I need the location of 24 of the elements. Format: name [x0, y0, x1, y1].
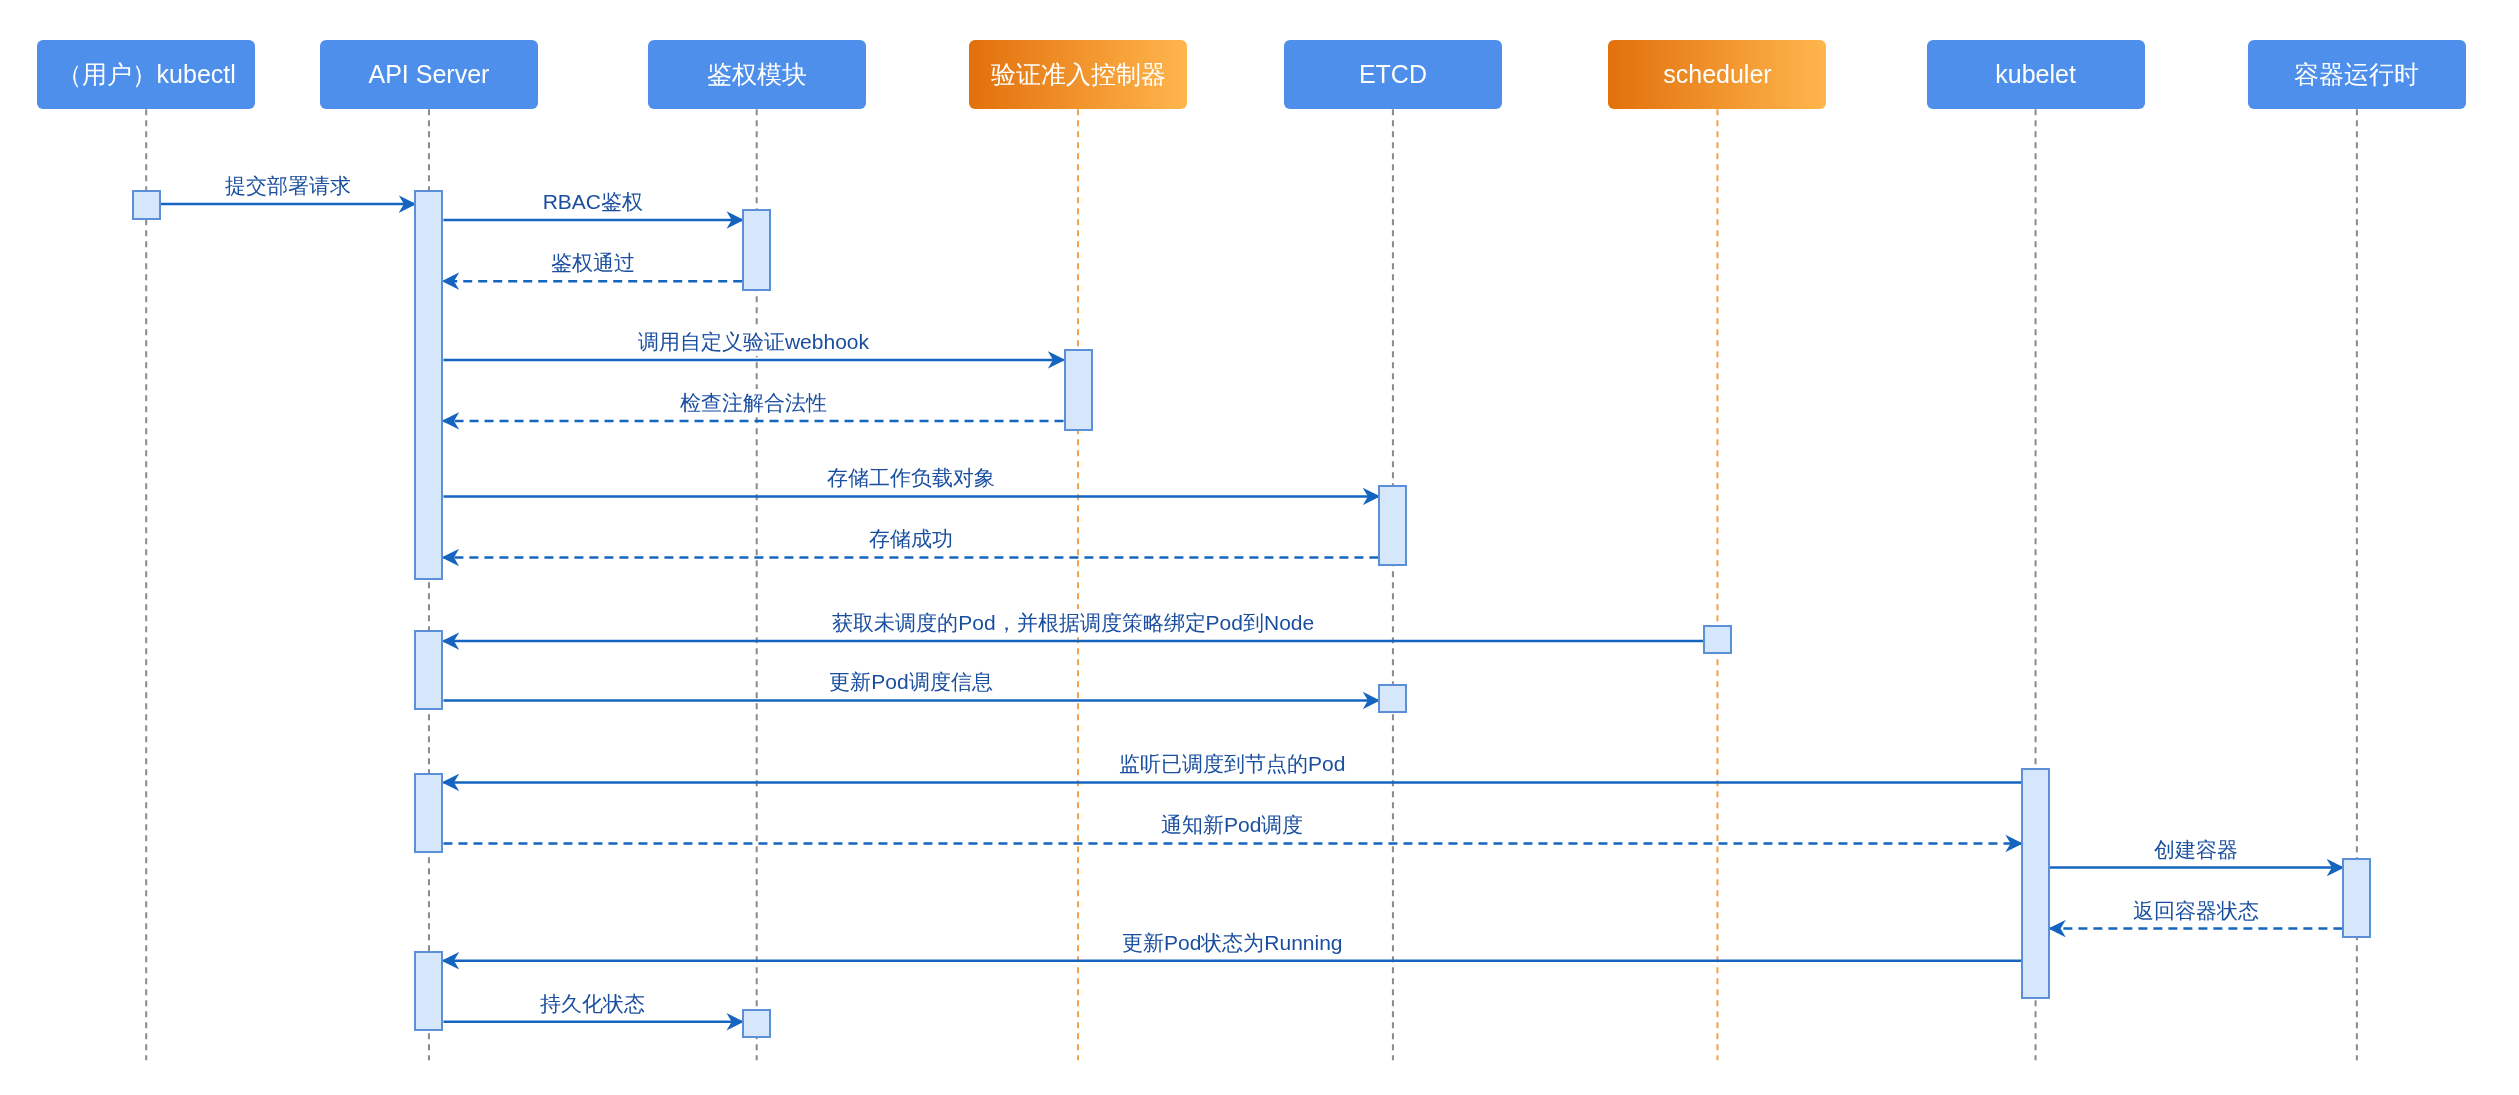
participant-box: scheduler — [1608, 40, 1827, 110]
activation-bar — [1378, 684, 1408, 714]
activation-bar — [414, 629, 444, 711]
activation-bar — [1702, 624, 1732, 654]
activation-bar — [414, 951, 444, 1032]
activation-bar — [414, 772, 444, 854]
activation-bar — [742, 1008, 772, 1038]
activation-bar — [742, 208, 772, 291]
activation-bar — [131, 189, 161, 221]
participant-box: 容器运行时 — [2247, 40, 2466, 110]
message-arrow — [443, 1013, 744, 1031]
participant-box: kubelet — [1926, 40, 2145, 110]
participant-box: ETCD — [1283, 40, 1502, 110]
participant-box: （用户）kubectl — [37, 40, 256, 110]
participant-box: API Server — [319, 40, 538, 110]
activation-bar — [2021, 767, 2051, 1000]
message-arrow — [443, 834, 2023, 853]
participant-box: 验证准入控制器 — [969, 40, 1187, 110]
message-arrow — [443, 211, 744, 229]
activation-bar — [1063, 348, 1093, 431]
activation-bar — [1378, 485, 1408, 566]
activation-bar — [414, 189, 444, 580]
activation-bar — [2342, 857, 2372, 939]
participant-box: 鉴权模块 — [647, 40, 866, 110]
